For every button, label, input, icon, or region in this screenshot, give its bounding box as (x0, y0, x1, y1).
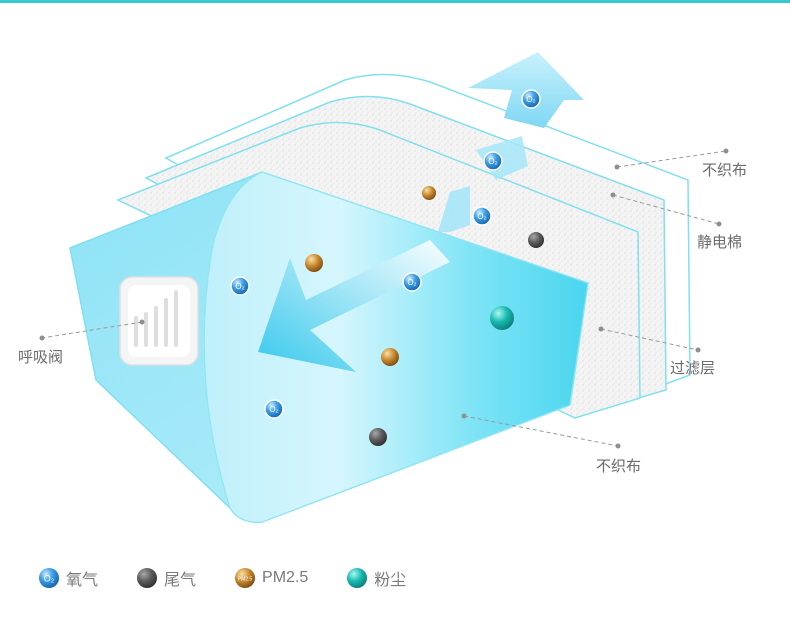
leader-line-inner-nonwoven (463, 415, 619, 447)
svg-text:O₂: O₂ (44, 574, 55, 584)
legend-label-pm25: PM2.5 (262, 569, 309, 586)
leader-line-electrostatic-cotton (612, 194, 720, 225)
leader-line-filter (600, 328, 699, 351)
pm25-particle-icon (381, 348, 399, 366)
exhaust-particle-icon (137, 568, 158, 588)
pm25-particle-icon (422, 186, 436, 200)
oxygen-molecule-icon: O₂ (472, 206, 492, 226)
layer-nonwoven-inner-front (203, 171, 589, 523)
svg-text:O₂: O₂ (477, 212, 486, 221)
legend-item-exhaust: 尾气 (136, 566, 196, 590)
leader-line-outer-nonwoven (616, 150, 727, 168)
oxygen-molecule-icon: O₂ (483, 151, 503, 171)
leader-line-breathing-valve (41, 321, 143, 339)
oxygen-molecule-icon: O₂ (39, 568, 59, 588)
svg-text:O₂: O₂ (488, 157, 497, 166)
label-electrostatic-cotton: 静电棉 (697, 234, 743, 251)
breathing-valve-icon (119, 276, 199, 366)
dust-particle-icon (490, 306, 514, 330)
legend-label-oxygen: 氧气 (66, 572, 99, 589)
svg-text:PM2.5: PM2.5 (238, 577, 253, 583)
legend-item-oxygen: O₂ 氧气 (38, 566, 98, 590)
oxygen-exit-arrow-icon (468, 52, 584, 128)
leader-dots (39, 148, 729, 449)
legend-label-dust: 粉尘 (374, 572, 407, 589)
dust-particle-icon (347, 568, 368, 588)
svg-text:O₂: O₂ (526, 95, 535, 104)
top-accent-rule (0, 0, 790, 3)
legend-item-dust: 粉尘 (346, 566, 406, 590)
legend-item-pm25: PM2.5 PM2.5 (234, 567, 308, 589)
svg-text:O₂: O₂ (235, 282, 244, 291)
airflow-arrow-icon (258, 240, 450, 372)
exhaust-particle-icon (369, 428, 387, 446)
label-inner-nonwoven: 不织布 (596, 458, 642, 475)
pm25-particle-icon: PM2.5 (235, 568, 256, 588)
label-filter-layer: 过滤层 (670, 360, 716, 377)
label-outer-nonwoven: 不织布 (702, 162, 748, 179)
legend: O₂ 氧气 尾气 PM2.5 PM2.5 (38, 566, 444, 590)
oxygen-molecule-icon: O₂ (521, 89, 541, 109)
oxygen-molecule-icon: O₂ (230, 276, 250, 296)
svg-text:O₂: O₂ (407, 278, 416, 287)
exhaust-particle-icon (528, 232, 544, 248)
passage-arrow-icon (438, 186, 470, 232)
leader-lines (41, 150, 727, 447)
oxygen-molecule-icon: O₂ (402, 272, 422, 292)
svg-text:O₂: O₂ (269, 405, 278, 414)
legend-label-exhaust: 尾气 (164, 572, 197, 589)
label-breathing-valve: 呼吸阀 (18, 349, 64, 366)
pm25-particle-icon (305, 254, 323, 272)
oxygen-molecule-icon: O₂ (264, 399, 284, 419)
